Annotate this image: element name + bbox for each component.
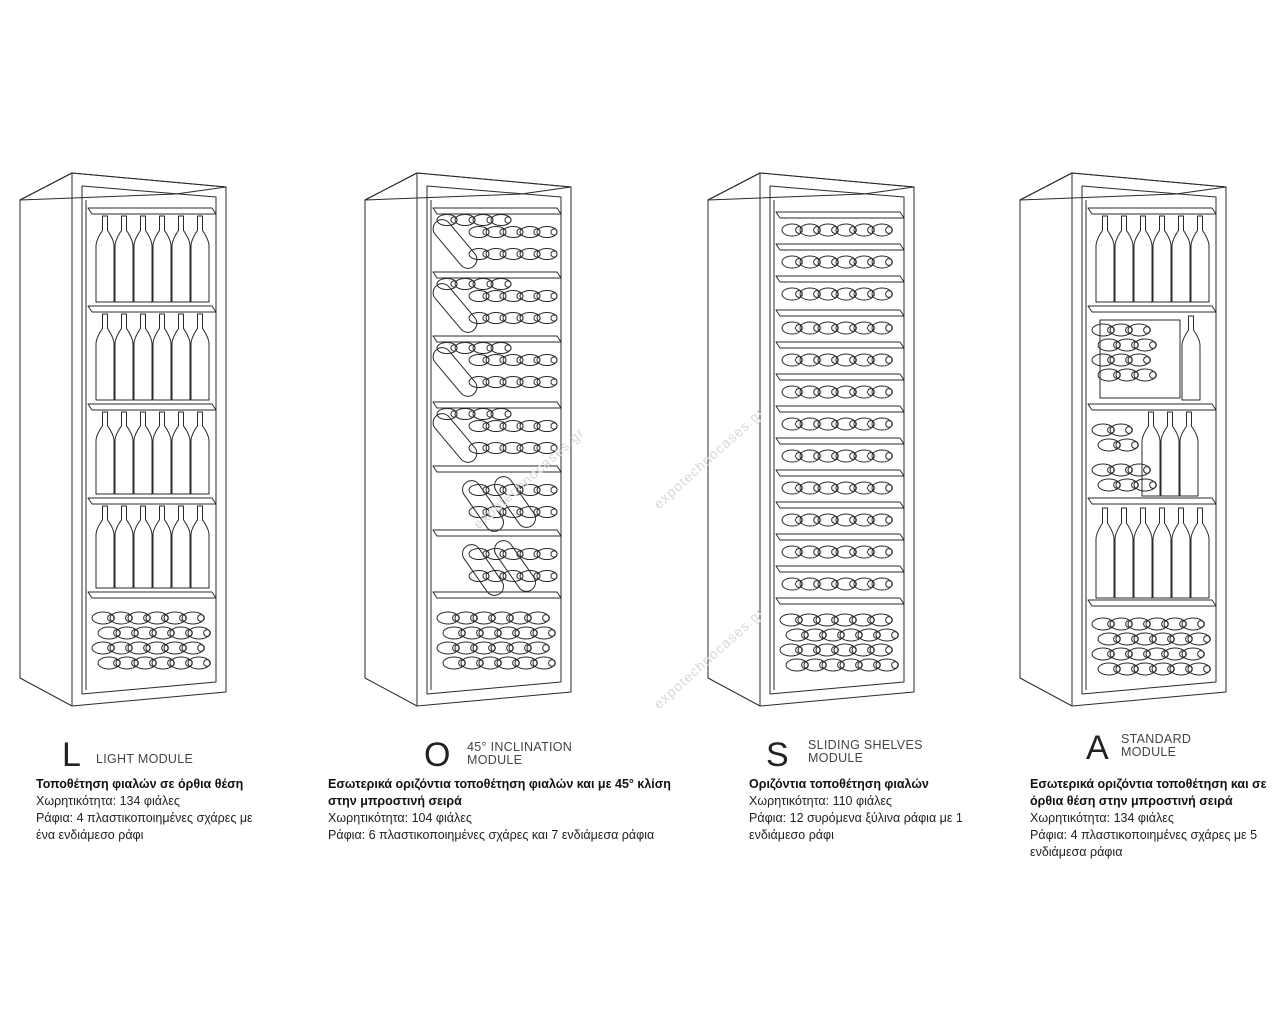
module-l-shelves: Ράφια: 4 πλαστικοποιημένες σχάρες με	[36, 811, 253, 825]
module-o-letter: O	[424, 736, 451, 774]
module-s-name-line: SLIDING SHELVES	[808, 738, 923, 752]
module-o-shelves: Ράφια: 6 πλαστικοποιημένες σχάρες και 7 …	[328, 828, 655, 842]
module-l-description: Τοποθέτηση φιαλών σε όρθια θέση Χωρητικό…	[36, 776, 286, 844]
module-o-name-line: MODULE	[467, 753, 523, 767]
module-o-name: 45° INCLINATION MODULE	[467, 741, 572, 767]
module-a-name-line: STANDARD	[1121, 732, 1192, 746]
cabinet-sliding-shelves-module	[707, 172, 915, 707]
module-a-shelves: Ράφια: 4 πλαστικοποιημένες σχάρες με 5	[1030, 828, 1258, 842]
cabinet-inclination-module	[364, 172, 572, 707]
module-s-title: Οριζόντια τοποθέτηση φιαλών	[749, 777, 929, 791]
module-a-shelves-cont: ενδιάμεσα ράφια	[1030, 845, 1123, 859]
module-a-name: STANDARD MODULE	[1121, 733, 1191, 759]
module-s-shelves: Ράφια: 12 συρόμενα ξύλινα ράφια με 1	[749, 811, 963, 825]
module-s-shelves-cont: ενδιάμεσο ράφι	[749, 828, 834, 842]
module-l-name: LIGHT MODULE	[96, 753, 193, 766]
cabinet-illustrations	[19, 172, 1227, 707]
module-l-shelves-cont: ένα ενδιάμεσο ράφι	[36, 828, 144, 842]
module-o-capacity: Χωρητικότητα: 104 φιάλες	[328, 811, 472, 825]
cabinet-standard-module	[1019, 172, 1227, 707]
module-o-title-cont: στην μπροστινή σειρά	[328, 794, 462, 808]
module-s-description: Οριζόντια τοποθέτηση φιαλών Χωρητικότητα…	[749, 776, 999, 844]
module-o-title: Εσωτερικά οριζόντια τοποθέτηση φιαλών κα…	[328, 777, 671, 791]
module-s-name: SLIDING SHELVES MODULE	[808, 739, 923, 765]
module-a-title-cont: όρθια θέση στην μπροστινή σειρά	[1030, 794, 1233, 808]
module-a-name-line: MODULE	[1121, 745, 1177, 759]
module-a-letter: A	[1086, 729, 1109, 767]
module-l-letter: L	[62, 736, 81, 774]
module-l-capacity: Χωρητικότητα: 134 φιάλες	[36, 794, 180, 808]
module-s-letter: S	[766, 736, 789, 774]
module-l-title: Τοποθέτηση φιαλών σε όρθια θέση	[36, 777, 244, 791]
module-s-name-line: MODULE	[808, 751, 864, 765]
module-a-capacity: Χωρητικότητα: 134 φιάλες	[1030, 811, 1174, 825]
module-o-name-line: 45° INCLINATION	[467, 740, 573, 754]
module-a-description: Εσωτερικά οριζόντια τοποθέτηση και σε όρ…	[1030, 776, 1275, 861]
module-a-title: Εσωτερικά οριζόντια τοποθέτηση και σε	[1030, 777, 1267, 791]
module-s-capacity: Χωρητικότητα: 110 φιάλες	[749, 794, 892, 808]
module-o-description: Εσωτερικά οριζόντια τοποθέτηση φιαλών κα…	[328, 776, 708, 844]
cabinet-light-module	[19, 172, 227, 707]
module-l-name-line: LIGHT MODULE	[96, 752, 194, 766]
